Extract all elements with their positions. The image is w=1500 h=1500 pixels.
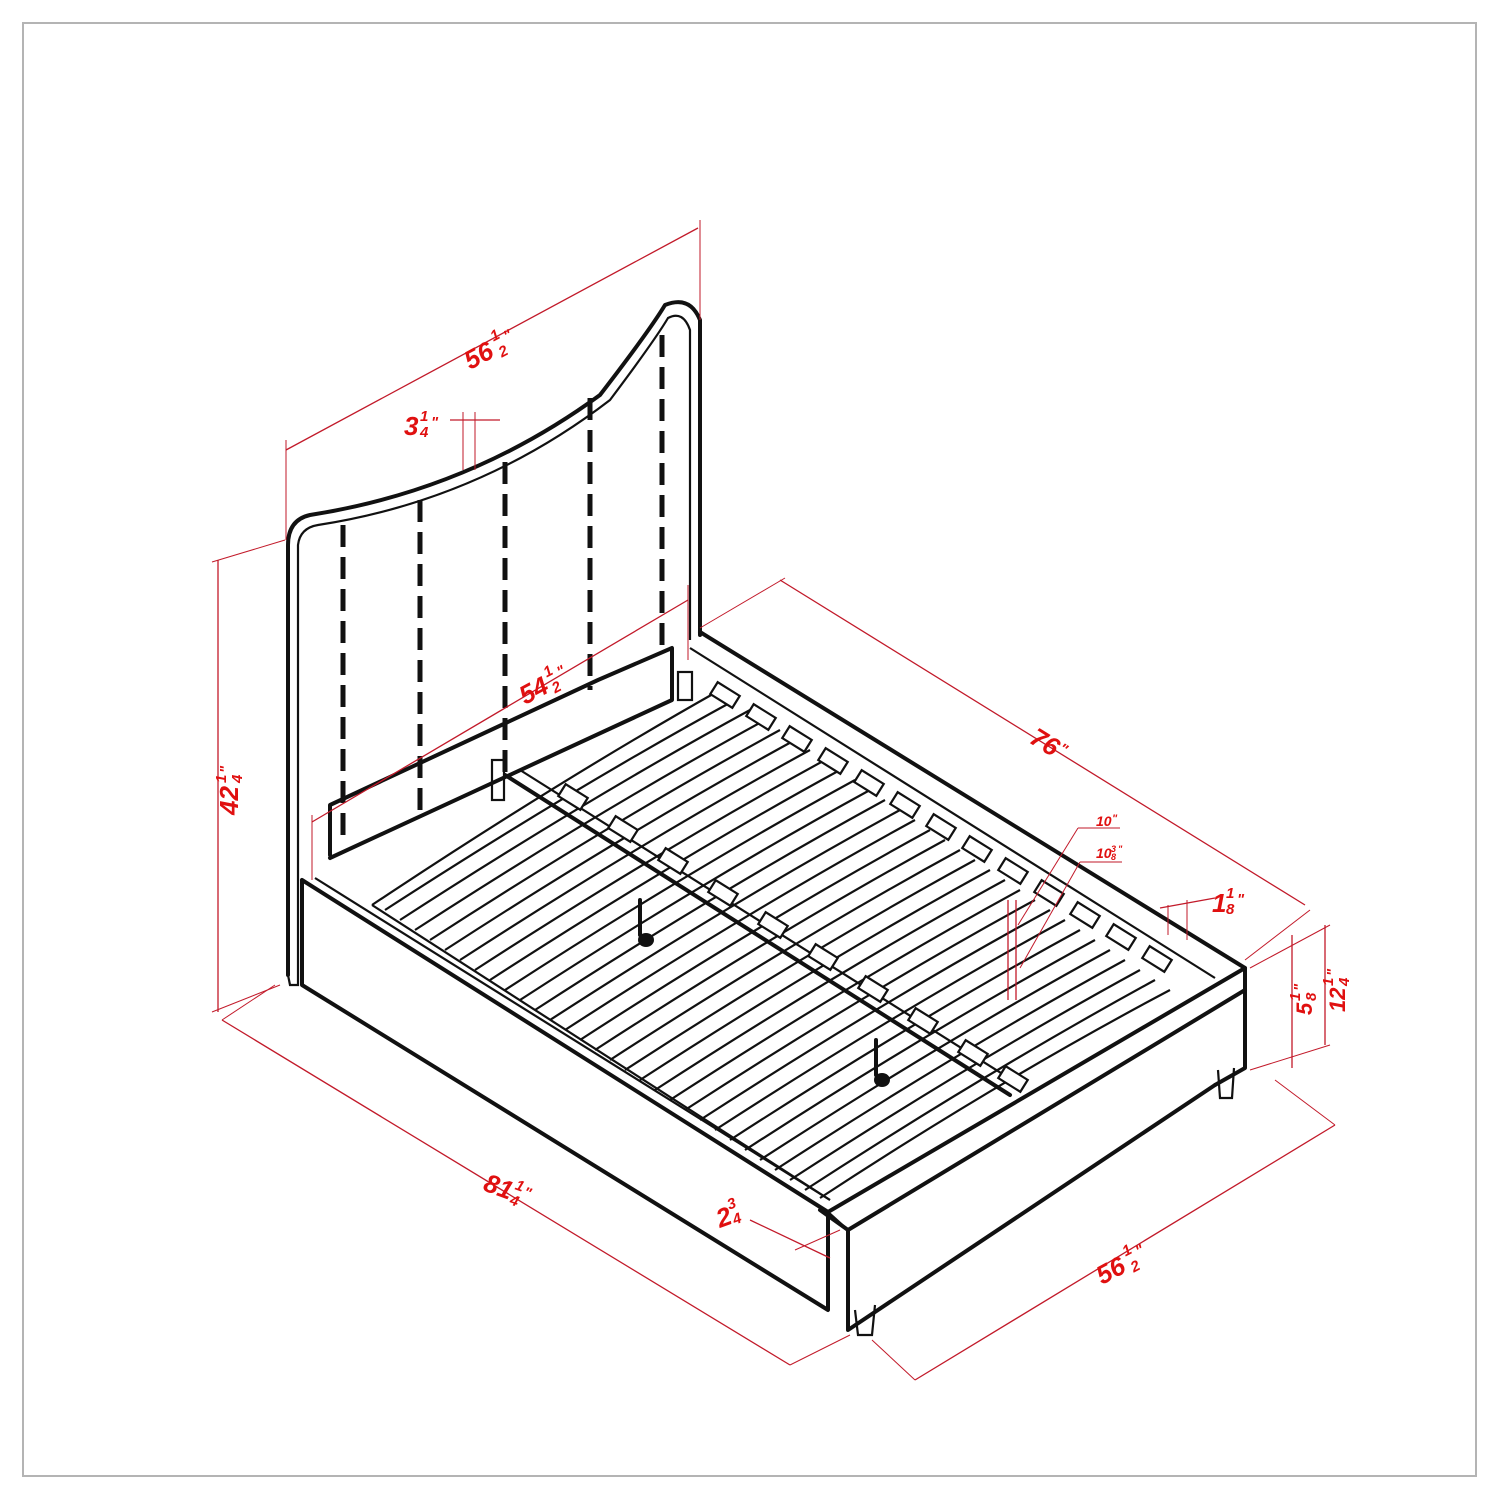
svg-text:10: 10 [1096,813,1112,829]
svg-text:5: 5 [1292,1002,1317,1015]
label-channel-width: 3 1 4 " [404,408,439,441]
svg-text:1: 1 [1212,888,1226,918]
svg-text:42: 42 [214,786,244,816]
label-footboard-thickness: 2 3 4 [711,1194,745,1234]
label-rail-height: 12 1 4 " [1320,968,1353,1012]
svg-text:2: 2 [495,342,512,362]
svg-text:12: 12 [1325,987,1350,1012]
svg-text:1: 1 [1320,978,1337,986]
svg-text:4: 4 [229,774,246,784]
svg-text:1: 1 [213,775,230,783]
slat-deck [371,670,1174,1201]
svg-text:2: 2 [1127,1257,1144,1277]
headboard [286,300,702,987]
svg-text:1: 1 [420,408,428,425]
svg-text:": " [1112,813,1118,825]
label-total-length: 81 1 4 " [480,1167,534,1210]
svg-text:4: 4 [1336,977,1353,987]
label-side-rail-length: 76 " [1025,722,1072,763]
svg-text:1: 1 [1226,885,1234,902]
svg-text:10: 10 [1096,845,1112,861]
svg-text:1: 1 [1287,993,1304,1001]
label-rail-thickness: 1 1 8 " [1212,885,1245,918]
label-slat-width-a: 10 " [1096,813,1118,829]
svg-text:4: 4 [419,424,429,441]
label-total-height: 42 1 4 " [213,765,246,816]
svg-text:": " [431,414,439,431]
label-slat-width-b: 10 3 8 " [1096,844,1123,862]
label-total-width: 56 1 2 " [1091,1241,1148,1290]
svg-text:3: 3 [1111,844,1116,854]
svg-text:8: 8 [1111,852,1116,862]
svg-text:8: 8 [1226,901,1235,918]
svg-text:": " [1324,968,1341,976]
svg-text:": " [1291,983,1308,991]
svg-text:": " [217,765,234,773]
label-headboard-width: 56 1 2 " [459,326,516,375]
bed-frame [300,630,1247,1337]
label-leg-height: 5 1 8 " [1287,983,1320,1015]
svg-text:8: 8 [1303,992,1320,1001]
svg-text:3: 3 [404,411,419,441]
dimension-lines [211,220,1336,1381]
drawing-border [22,22,1477,1477]
svg-text:": " [1118,844,1123,854]
svg-text:": " [1237,891,1245,908]
